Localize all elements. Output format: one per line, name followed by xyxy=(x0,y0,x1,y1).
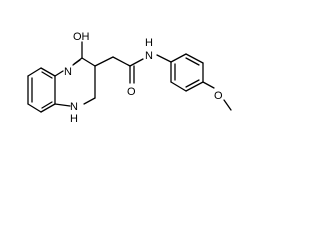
bond xyxy=(202,81,215,89)
ring-nh-bottom-label: N xyxy=(70,101,78,113)
bond xyxy=(27,67,42,77)
ring-n-top-label: N xyxy=(64,66,72,78)
bond xyxy=(185,53,204,64)
bond xyxy=(223,99,232,111)
bond xyxy=(129,58,144,67)
atom-labels: OH N N H O N H O xyxy=(64,31,223,125)
bond-inner xyxy=(185,79,200,88)
methoxy-o-label: O xyxy=(214,90,223,102)
bond xyxy=(40,103,56,113)
amide-n-label: N xyxy=(145,50,153,62)
amide-o-label: O xyxy=(127,86,136,98)
bond xyxy=(170,81,187,92)
ring-nh-bottom-h: H xyxy=(70,113,78,125)
anisole-ring-bonds xyxy=(170,53,232,111)
bond xyxy=(156,54,172,63)
bond-inner xyxy=(41,101,53,109)
pyrazine-ring-bonds xyxy=(54,41,96,107)
bond xyxy=(54,70,64,77)
bond xyxy=(170,53,187,63)
bond xyxy=(81,57,96,67)
structure-canvas: OH N N H O N H O xyxy=(27,31,232,125)
bond xyxy=(94,56,114,67)
bond-inner xyxy=(41,71,53,79)
bond-inner xyxy=(185,57,200,66)
hydroxyl-label: OH xyxy=(73,31,90,43)
side-chain-bonds xyxy=(94,54,172,84)
molecule-structure: OH N N H O N H O xyxy=(27,31,232,125)
bond xyxy=(54,103,71,107)
bond xyxy=(27,103,42,113)
bond-double xyxy=(72,59,81,66)
bond xyxy=(185,81,204,92)
bond xyxy=(83,97,96,105)
bond xyxy=(112,56,131,67)
amide-h-label: H xyxy=(145,37,153,49)
benzo-ring-bonds xyxy=(27,67,56,113)
bond xyxy=(40,67,56,77)
